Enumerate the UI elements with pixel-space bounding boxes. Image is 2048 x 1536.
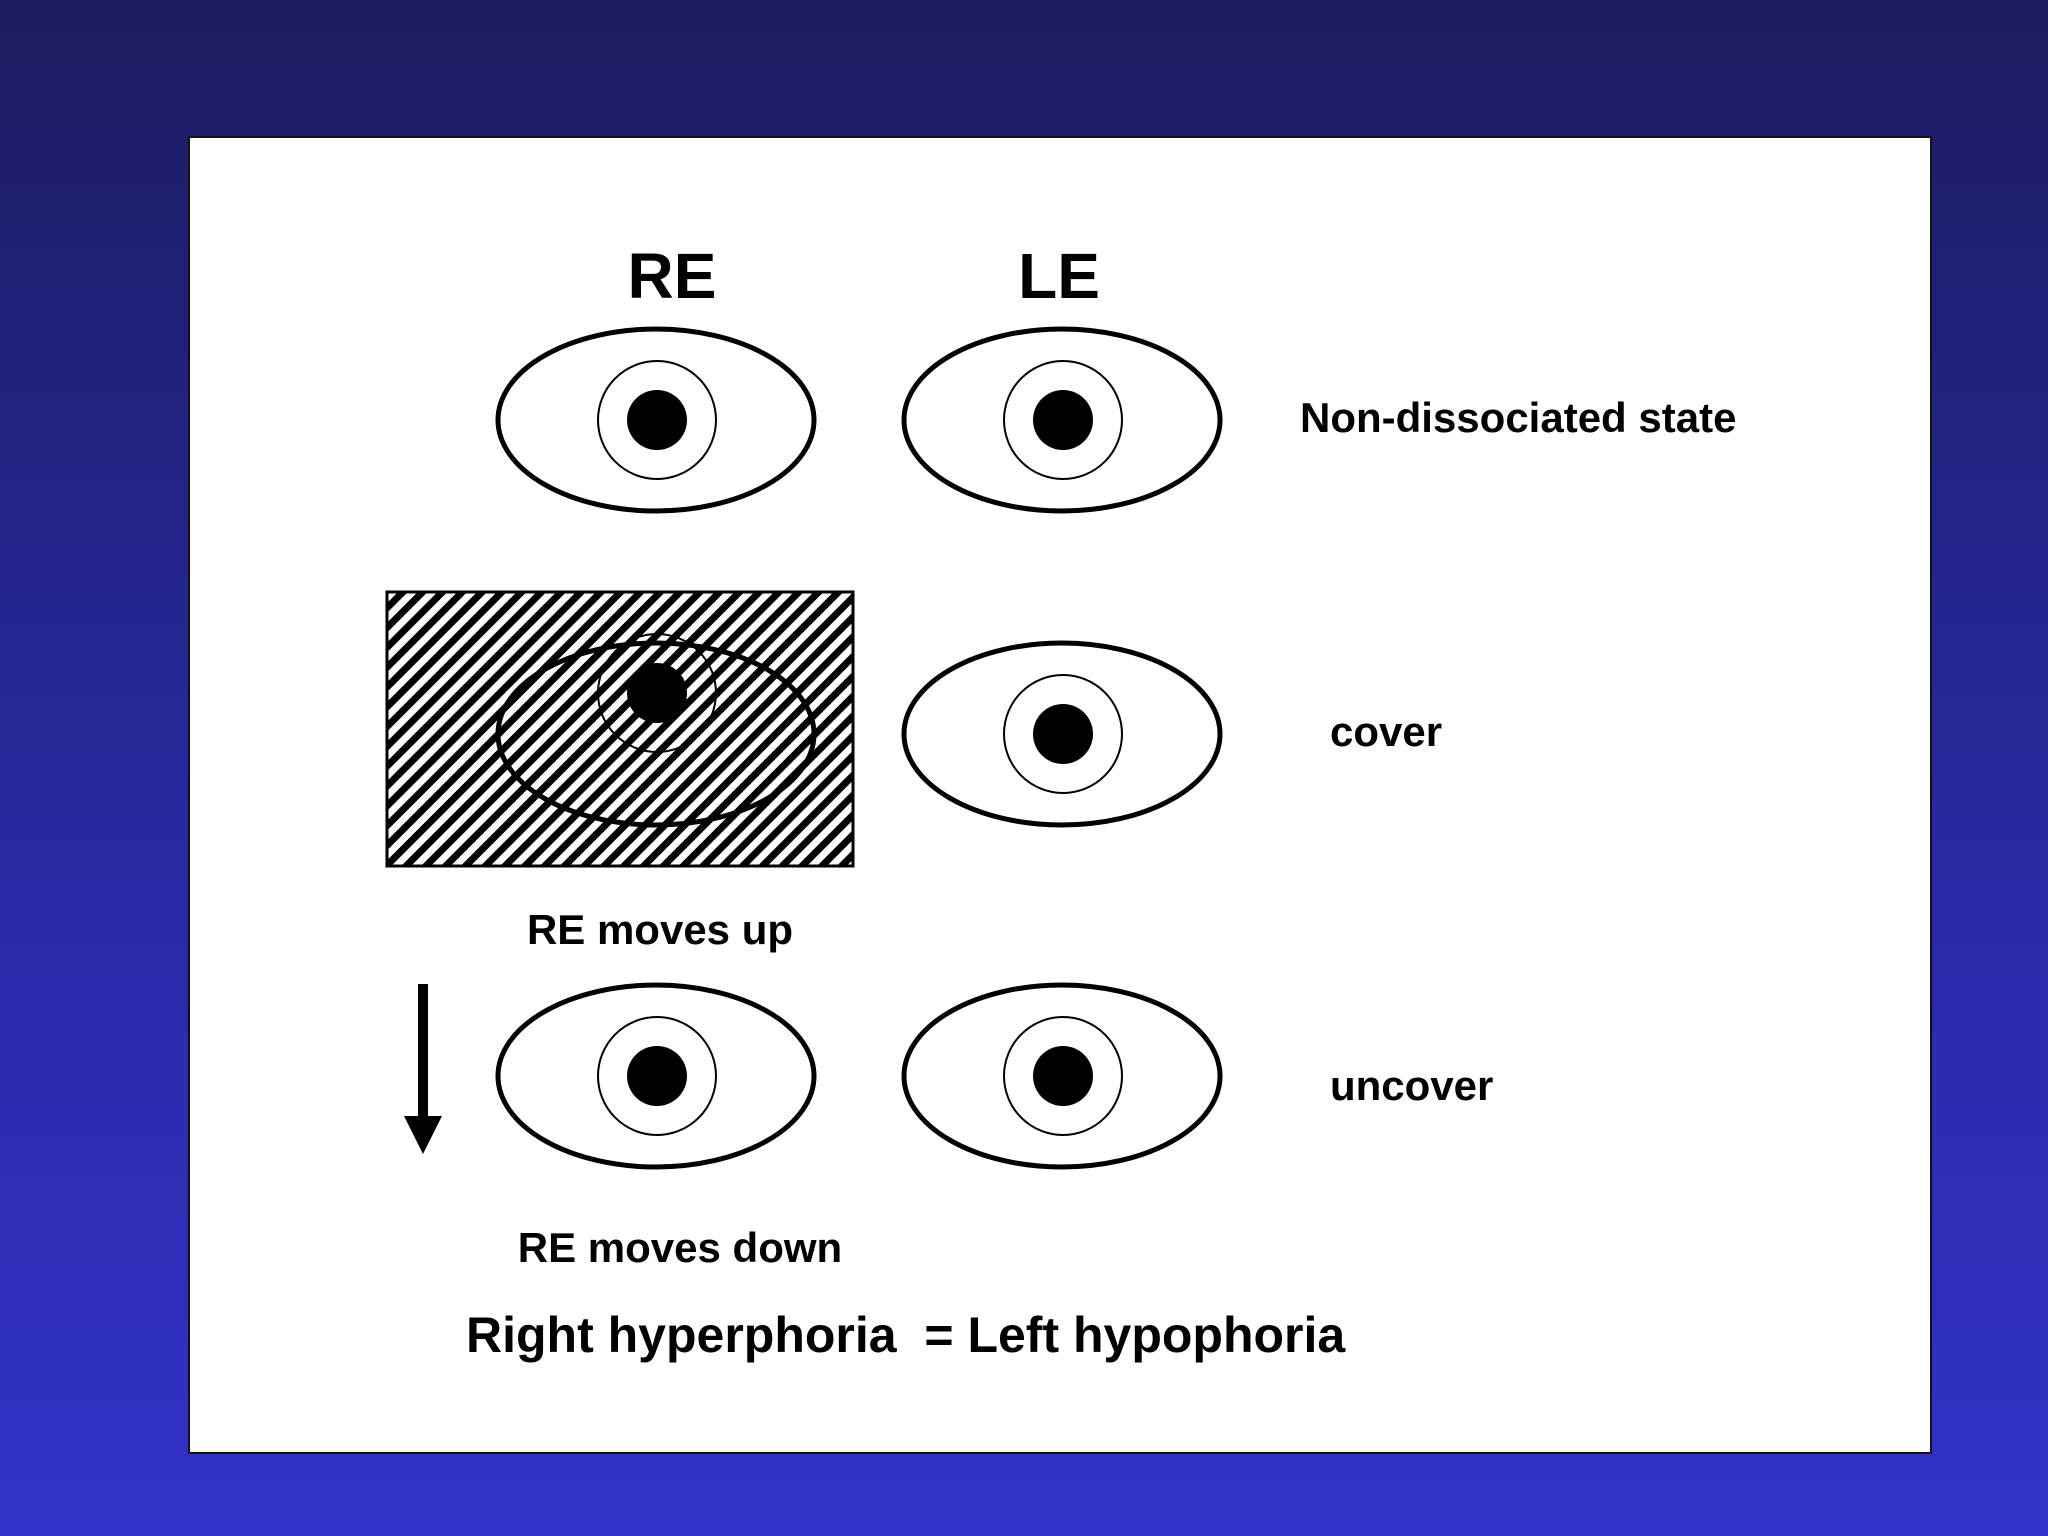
right-eye-row1 <box>495 326 817 514</box>
left-eye-header: LE <box>1018 240 1100 312</box>
left-eye-row3 <box>901 982 1223 1170</box>
movement-label-up: RE moves up <box>527 906 793 953</box>
right-eye-row2-covered <box>495 633 817 828</box>
left-eye-row1 <box>901 326 1223 514</box>
cover-occluder <box>385 590 855 868</box>
arrow-down-icon <box>404 984 442 1154</box>
state-label-row1: Non-dissociated state <box>1300 394 1736 441</box>
conclusion-text: Right hyperphoria = Left hypophoria <box>466 1307 1346 1363</box>
right-eye-row3 <box>495 982 817 1170</box>
right-eye-header: RE <box>628 240 717 312</box>
movement-label-down: RE moves down <box>518 1224 842 1271</box>
state-label-row2: cover <box>1330 708 1442 755</box>
left-eye-row2 <box>901 640 1223 828</box>
state-label-row3: uncover <box>1330 1062 1493 1109</box>
